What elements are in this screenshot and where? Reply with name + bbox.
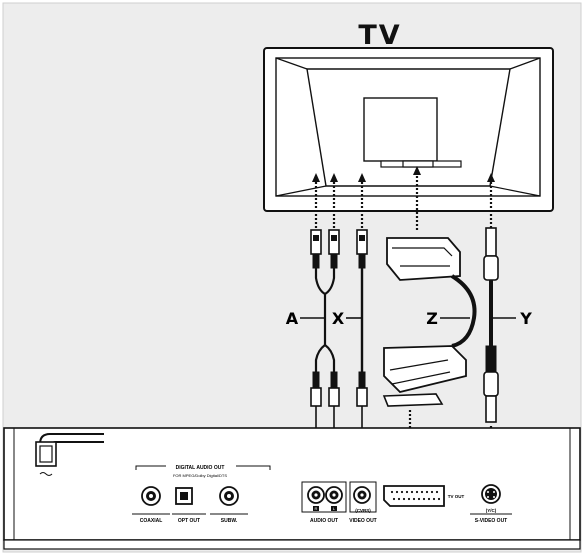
svideo-out-label: S-VIDEO OUT bbox=[475, 518, 508, 524]
cable-label-a: A bbox=[286, 309, 299, 328]
scart-socket bbox=[383, 485, 445, 507]
opt-out-label: OPT OUT bbox=[178, 518, 200, 524]
audio-cable-a bbox=[310, 229, 340, 428]
coaxial-jack bbox=[141, 486, 161, 506]
player-rear-panel bbox=[3, 427, 581, 550]
subw-label: SUBW. bbox=[221, 518, 238, 524]
tv-set bbox=[263, 47, 554, 212]
audio-out-label: AUDIO OUT bbox=[310, 518, 338, 524]
digital-audio-bracket bbox=[135, 465, 271, 470]
audio-l-label: L bbox=[333, 506, 336, 511]
tv-out-label: TV OUT bbox=[448, 494, 465, 499]
svideo-out-jack bbox=[481, 484, 501, 504]
video-out-label: VIDEO OUT bbox=[349, 518, 377, 524]
subwoofer-jack bbox=[219, 486, 239, 506]
svideo-cable-y bbox=[483, 227, 499, 423]
scart-cable-z bbox=[382, 237, 477, 407]
cable-label-z: Z bbox=[426, 309, 438, 328]
power-cord bbox=[35, 433, 104, 476]
optical-jack bbox=[175, 487, 193, 505]
tv-scart-socket bbox=[363, 97, 438, 162]
tv-connection-arrows bbox=[314, 175, 493, 230]
digital-audio-out-label: DIGITAL AUDIO OUT bbox=[176, 465, 225, 471]
audio-r-label: R bbox=[315, 506, 318, 511]
cable-label-x: X bbox=[332, 309, 345, 328]
yc-label: (Y/C) bbox=[486, 508, 497, 513]
tv-arrowheads bbox=[312, 166, 495, 182]
cvbs-label: (CVBS) bbox=[355, 508, 371, 513]
video-out-jack bbox=[349, 481, 377, 513]
digital-audio-sub-label: FOR MPEG/Dolby Digital/DTS bbox=[173, 473, 227, 478]
audio-out-jacks bbox=[301, 481, 347, 513]
video-cable-x bbox=[356, 229, 368, 428]
tv-label: TV bbox=[358, 20, 401, 51]
coaxial-label: COAXIAL bbox=[140, 518, 163, 524]
cable-label-y: Y bbox=[519, 309, 532, 328]
